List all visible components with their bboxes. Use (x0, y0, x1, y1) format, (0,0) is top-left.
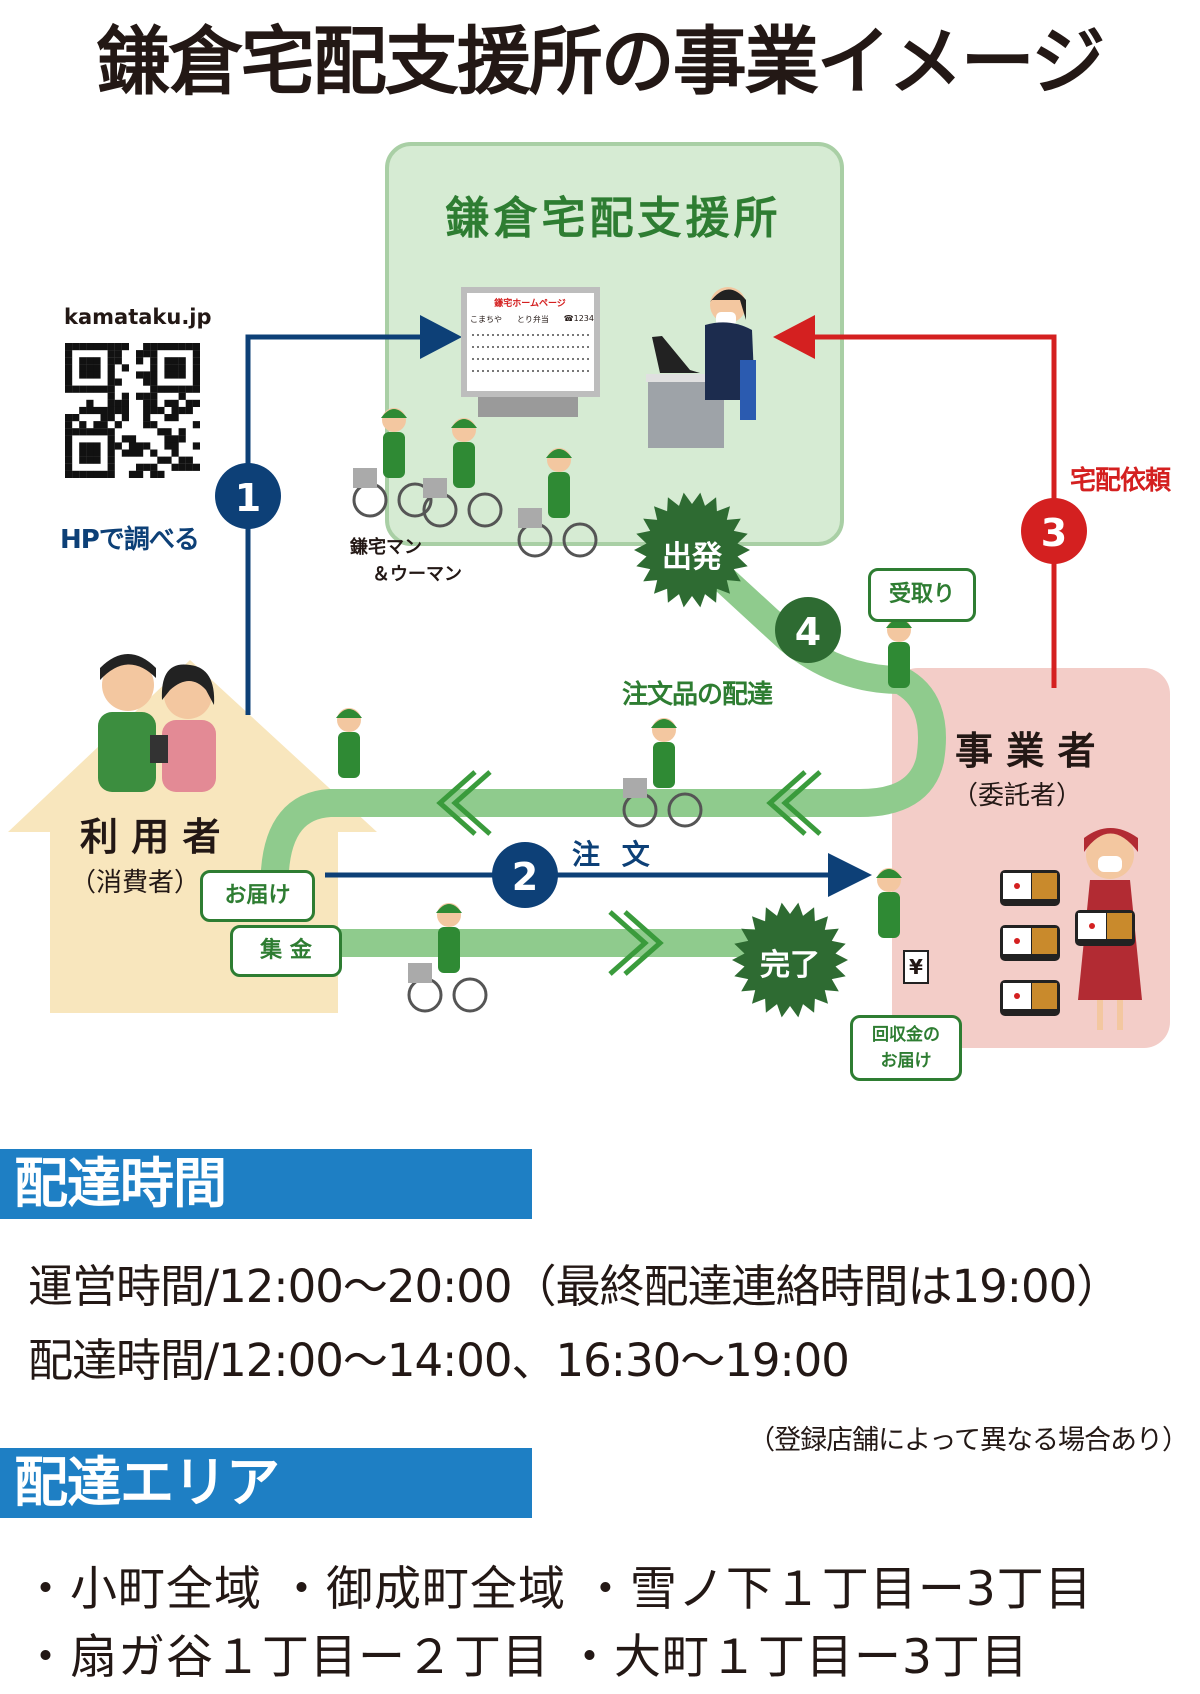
delivery-path (261, 536, 946, 884)
bento-boxes (1000, 870, 1135, 1016)
homepage-screen-title: 鎌宅ホームページ (494, 299, 566, 309)
courier-icon (352, 408, 433, 518)
step1-line (245, 334, 425, 715)
screen-row-phone: ☎1234 (563, 314, 594, 323)
delivery-area-line2: ・扇ガ谷１丁目ー２丁目 ・大町１丁目ー3丁目 (22, 1630, 1029, 1685)
courier-icon (407, 903, 488, 1013)
step2-arrowhead (828, 853, 872, 897)
depart-badge-shape (634, 492, 750, 608)
center-box (385, 142, 844, 546)
yen-receipt: ¥ (903, 950, 929, 984)
step1-number: 1 (234, 476, 262, 520)
homepage-screen-illustration (461, 287, 600, 417)
delivery-hours: 配達時間/12:00〜14:00、16:30〜19:00 (28, 1334, 850, 1387)
couple-illustration (98, 654, 216, 792)
depart-badge: 出発 (662, 540, 722, 575)
business-sub: （委託者） (952, 781, 1083, 811)
courier-icon (336, 708, 362, 778)
step1-label: HPで調べる (60, 525, 200, 555)
screen-row-shop: こまちや (470, 315, 502, 324)
bento-box-icon (1075, 910, 1135, 946)
staff-illustration (646, 287, 756, 448)
couriers-label-line1: 鎌宅マン (350, 537, 422, 558)
delivery-area-line1: ・小町全域 ・御成町全域 ・雪ノ下１丁目ー3丁目 (22, 1562, 1093, 1617)
delivery-time-heading: 配達時間 (0, 1149, 532, 1219)
page-title: 鎌倉宅配支援所の事業イメージ (96, 19, 1106, 105)
step3-label: 宅配依頼 (1070, 466, 1171, 496)
step4-label: 注文品の配達 (622, 680, 773, 710)
courier-icon (876, 868, 902, 938)
step2-circle (492, 842, 558, 908)
bento-box-icon (1000, 925, 1060, 961)
business-flow-diagram (8, 142, 1170, 1048)
return-money-line2: お届け (880, 1051, 932, 1071)
qr-code[interactable] (65, 343, 200, 478)
delivery-area-heading: 配達エリア (0, 1448, 532, 1518)
step2-number: 2 (511, 855, 539, 899)
pickup-bubble: 受取り (868, 568, 976, 622)
operating-hours: 運営時間/12:00〜20:00（最終配達連絡時間は19:00） (28, 1260, 1121, 1313)
step3-arrowhead (773, 315, 815, 359)
center-box-title: 鎌倉宅配支援所 (445, 193, 782, 244)
step2-label: 注 文 (572, 838, 656, 871)
bento-box-icon (1000, 980, 1060, 1016)
step3-line (812, 334, 1057, 688)
courier-icon (886, 618, 912, 688)
couriers-label-line2: ＆ウーマン (372, 564, 462, 585)
return-money-bubble: 回収金の お届け (850, 1015, 962, 1081)
user-sub: （消費者） (70, 868, 201, 898)
courier-icon (517, 448, 598, 558)
return-money-line1: 回収金の (872, 1025, 940, 1045)
courier-icon (622, 718, 703, 828)
step3-number: 3 (1040, 511, 1068, 555)
step4-number: 4 (794, 610, 822, 654)
user-name: 利 用 者 (80, 814, 221, 859)
collect-bubble: 集 金 (230, 925, 342, 977)
deliver-bubble: お届け (200, 870, 315, 922)
complete-badge: 完了 (760, 948, 820, 983)
chevrons (436, 770, 822, 976)
website-url[interactable]: kamataku.jp (64, 305, 212, 329)
courier-bikes (336, 408, 912, 1013)
business-name: 事 業 者 (955, 728, 1096, 773)
step4-circle (775, 597, 841, 663)
screen-row-item: とり弁当 (516, 315, 549, 324)
delivery-note: （登録店舗によって異なる場合あり） (748, 1425, 1189, 1456)
courier-icon (422, 418, 503, 528)
complete-badge-shape (732, 902, 848, 1018)
step1-arrowhead (420, 315, 462, 359)
step1-circle (215, 463, 281, 529)
step3-circle (1021, 498, 1087, 564)
bento-box-icon (1000, 870, 1060, 906)
